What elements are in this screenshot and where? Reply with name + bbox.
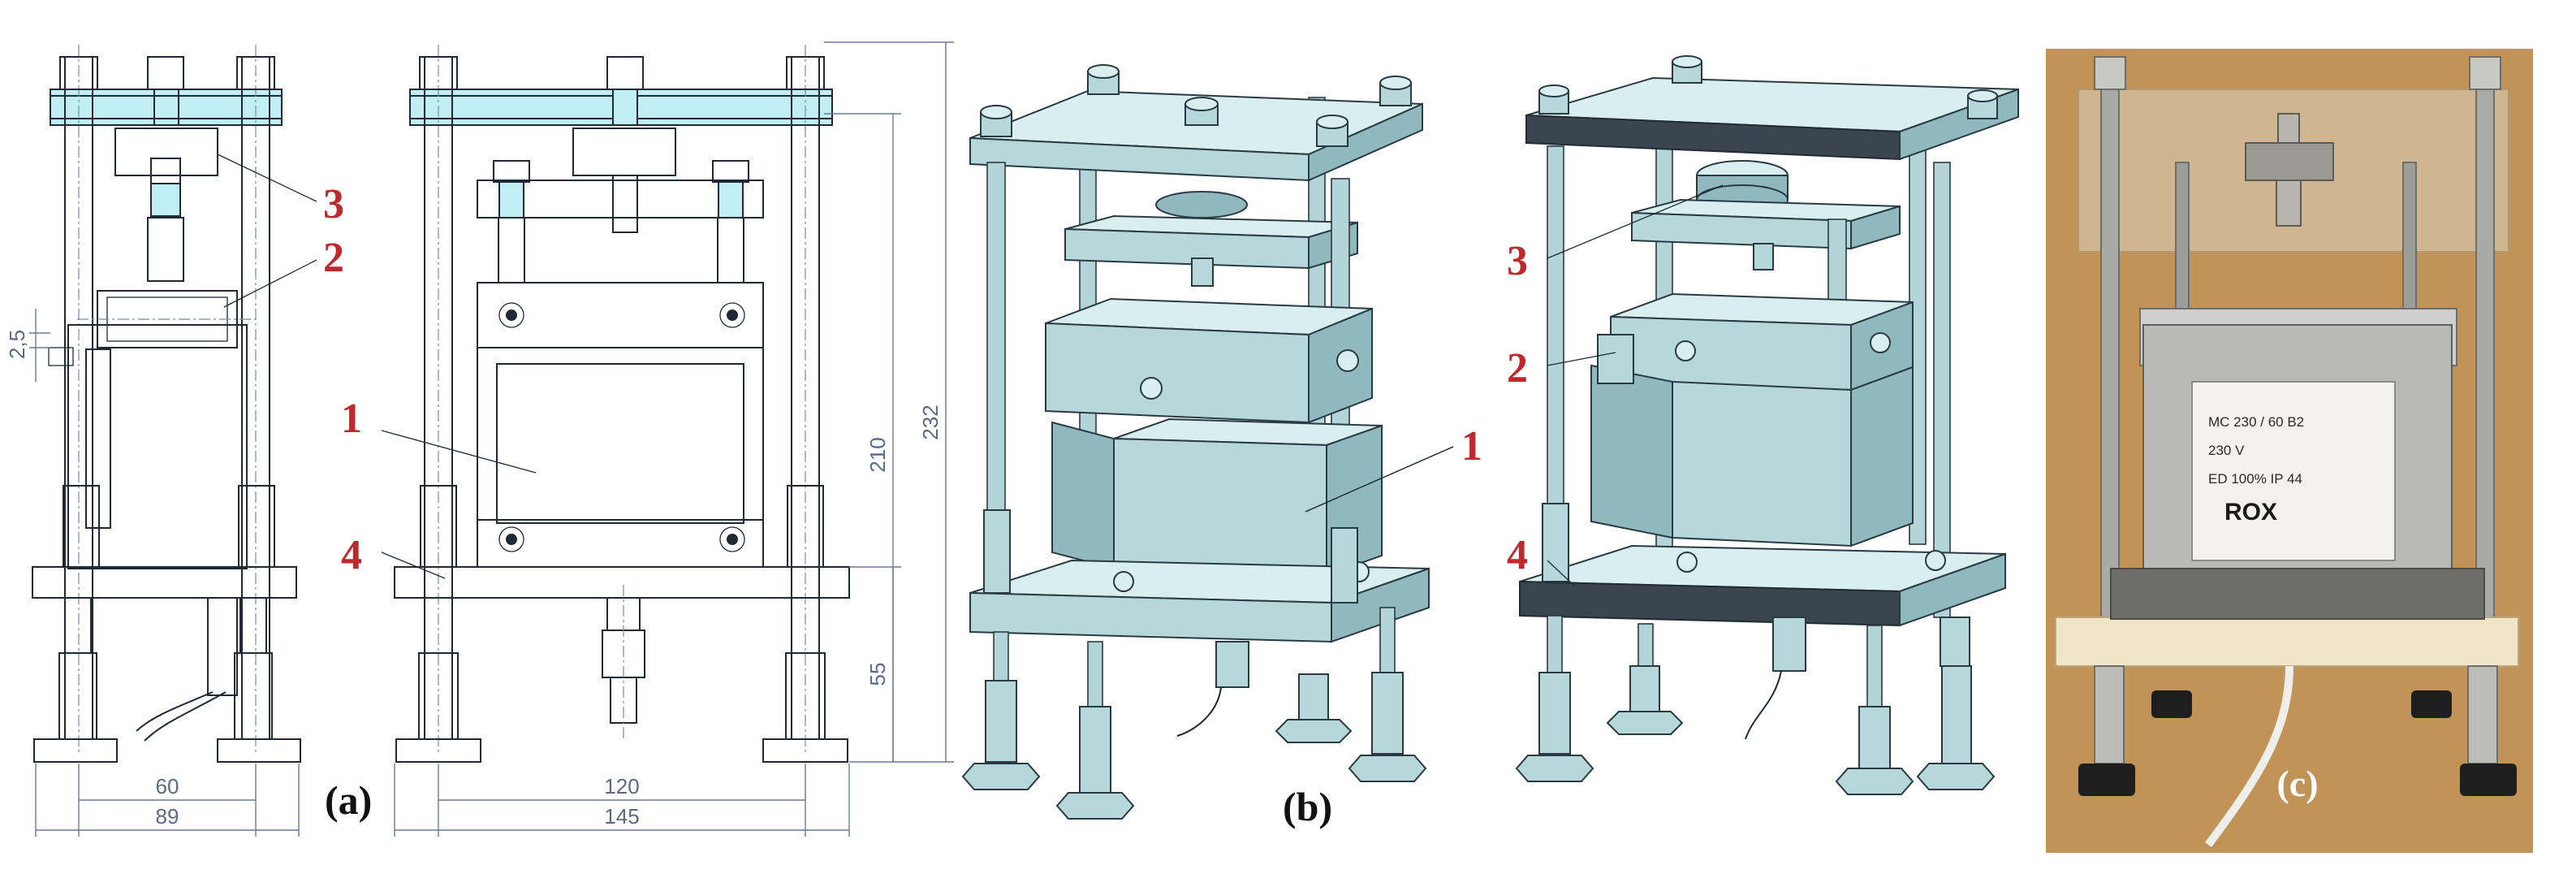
front-view-drawing: 120 145 232 210 55 1 4 [341, 41, 954, 837]
dim-2-5: 2,5 [5, 330, 29, 359]
dim-210: 210 [865, 437, 890, 472]
model-3d-assembled: 1 [961, 64, 1482, 820]
dim-89: 89 [156, 804, 179, 829]
panel-b-3d-models: 1 [961, 55, 2019, 829]
callout-2-model2: 2 [1507, 345, 1528, 392]
callout-1-model1: 1 [1461, 423, 1482, 469]
hex-nut [980, 105, 1012, 137]
transformer-label-line3: ED 100% IP 44 [2208, 471, 2302, 487]
model-3d-section: 3 2 4 [1507, 55, 2019, 795]
callout-4-front: 4 [341, 532, 362, 578]
panel-label-c: (c) [2276, 763, 2318, 804]
panel-label-b: (b) [1283, 784, 1332, 829]
panel-a-technical-drawings: 2,5 60 89 3 2 [5, 41, 954, 837]
callout-4-model2: 4 [1507, 532, 1528, 578]
dim-232: 232 [918, 405, 943, 439]
dim-55: 55 [865, 663, 890, 686]
callout-1-front: 1 [341, 396, 362, 442]
dim-60: 60 [156, 774, 179, 798]
panel-c-photograph: MC 230 / 60 B2 230 V ED 100% IP 44 ROX (… [2046, 49, 2533, 853]
dim-120: 120 [604, 774, 639, 798]
callout-3-model2: 3 [1507, 238, 1528, 284]
callout-3-side: 3 [323, 181, 344, 227]
side-view-drawing: 2,5 60 89 3 2 [5, 45, 344, 837]
transformer-label-line4: ROX [2224, 499, 2277, 526]
panel-label-a: (a) [325, 777, 372, 823]
callout-2-side: 2 [323, 235, 344, 281]
transformer-label-line1: MC 230 / 60 B2 [2208, 414, 2304, 430]
transformer-label-line2: 230 V [2208, 443, 2245, 458]
dim-145: 145 [604, 804, 639, 829]
